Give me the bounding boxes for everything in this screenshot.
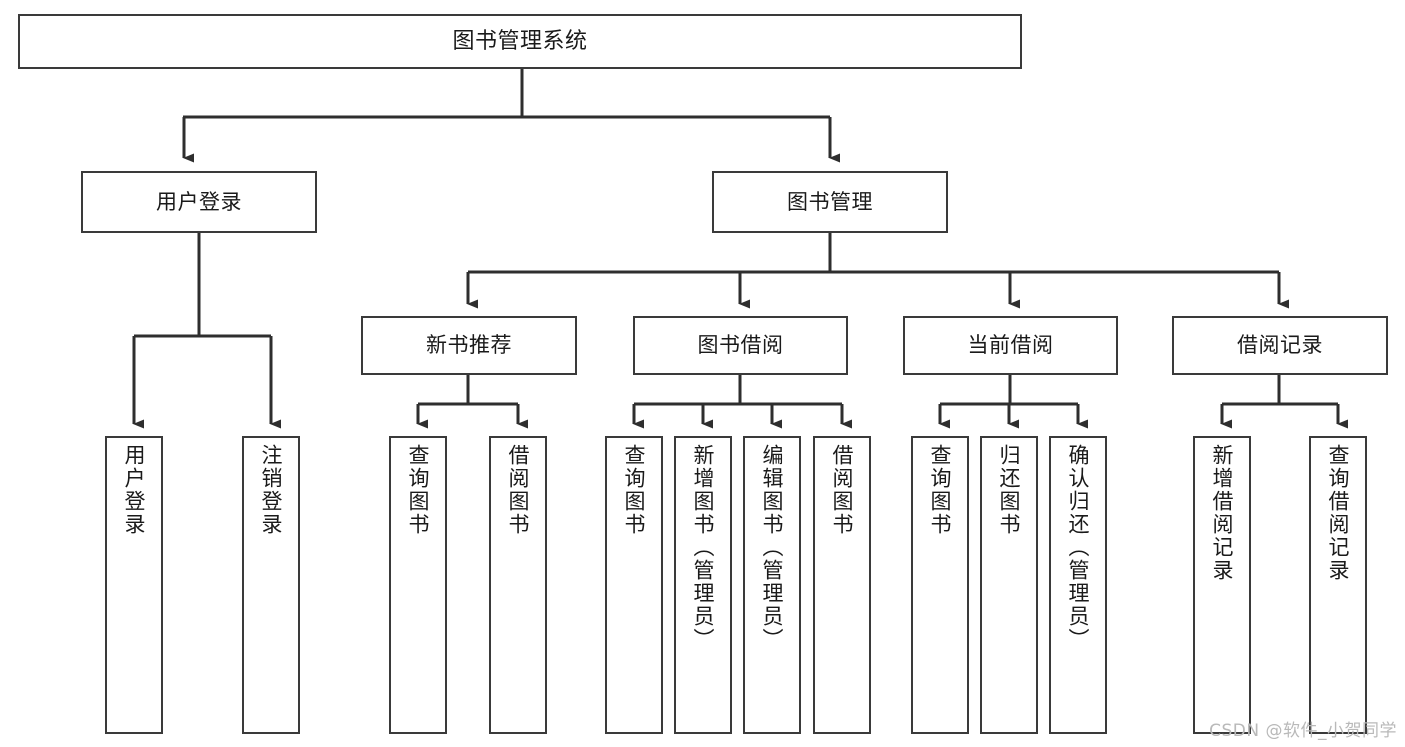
node-leaf-query-record[interactable]: 查询借阅记录 [1309,436,1367,734]
node-leaf-edit-book[interactable]: 编辑图书（管理员） [743,436,801,734]
node-leaf-query-book-2-label: 查询图书 [622,444,647,536]
node-leaf-borrow-book-2-label: 借阅图书 [830,444,855,536]
node-leaf-return-book[interactable]: 归还图书 [980,436,1038,734]
node-new-book-rec-label: 新书推荐 [426,333,512,358]
node-book-borrow[interactable]: 图书借阅 [633,316,848,375]
node-leaf-query-book-1[interactable]: 查询图书 [389,436,447,734]
node-leaf-borrow-book-1[interactable]: 借阅图书 [489,436,547,734]
node-root-label: 图书管理系统 [452,28,588,54]
node-leaf-add-record[interactable]: 新增借阅记录 [1193,436,1251,734]
node-borrow-record-label: 借阅记录 [1237,333,1323,358]
node-leaf-logout-label: 注销登录 [259,444,284,536]
node-leaf-query-book-3[interactable]: 查询图书 [911,436,969,734]
node-new-book-rec[interactable]: 新书推荐 [361,316,577,375]
node-book-borrow-label: 图书借阅 [697,333,784,358]
node-leaf-query-book-2[interactable]: 查询图书 [605,436,663,734]
node-leaf-confirm-return[interactable]: 确认归还（管理员） [1049,436,1107,734]
node-current-borrow[interactable]: 当前借阅 [903,316,1118,375]
node-root[interactable]: 图书管理系统 [18,14,1022,69]
node-leaf-edit-book-label: 编辑图书（管理员） [760,444,785,651]
node-borrow-record[interactable]: 借阅记录 [1172,316,1388,375]
node-leaf-add-book-label: 新增图书（管理员） [691,444,716,651]
node-leaf-query-record-label: 查询借阅记录 [1326,444,1351,582]
node-leaf-return-book-label: 归还图书 [997,444,1022,536]
node-user-login-label: 用户登录 [156,189,242,214]
node-leaf-confirm-return-label: 确认归还（管理员） [1066,444,1091,651]
node-leaf-borrow-book-1-label: 借阅图书 [506,444,531,536]
node-book-manage-label: 图书管理 [787,189,873,214]
node-leaf-logout[interactable]: 注销登录 [242,436,300,734]
node-leaf-query-book-1-label: 查询图书 [406,444,431,536]
node-leaf-borrow-book-2[interactable]: 借阅图书 [813,436,871,734]
node-book-manage[interactable]: 图书管理 [712,171,948,233]
node-current-borrow-label: 当前借阅 [967,333,1054,358]
node-leaf-user-login[interactable]: 用户登录 [105,436,163,734]
node-leaf-user-login-label: 用户登录 [122,444,147,536]
node-user-login[interactable]: 用户登录 [81,171,317,233]
node-leaf-query-book-3-label: 查询图书 [928,444,953,536]
node-leaf-add-record-label: 新增借阅记录 [1210,444,1235,582]
node-leaf-add-book[interactable]: 新增图书（管理员） [674,436,732,734]
